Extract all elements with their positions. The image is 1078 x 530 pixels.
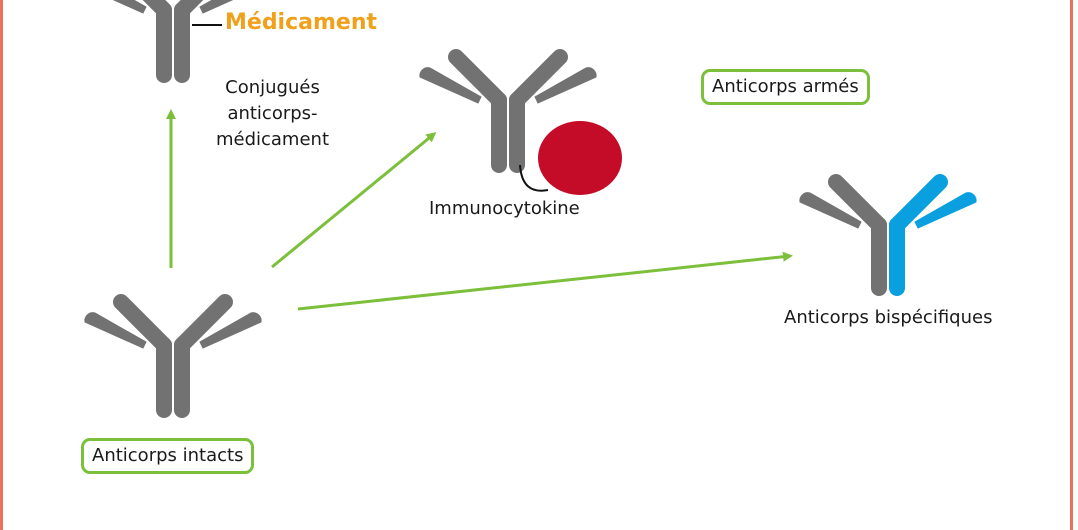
arrow-to-immunocytokine [271,132,437,269]
adc-label: Conjugués anticorps- médicament [205,75,340,153]
adc-label-line1: Conjugués [225,77,320,98]
adc-label-line3: médicament [215,129,330,150]
intact-antibodies-box: Anticorps intacts [81,438,255,474]
intact-antibody-icon [85,302,261,410]
bispecific-antibody-icon [799,174,977,296]
cytokine-icon [538,121,622,195]
drug-label: Médicament [225,10,378,35]
bispecific-label: Anticorps bispécifiques [784,307,993,328]
armed-antibodies-box: Anticorps armés [701,69,870,105]
immunocytokine-label: Immunocytokine [429,198,580,219]
diagram-canvas [0,0,977,516]
cytokine-linker-icon [519,164,549,192]
adc-label-line2: anticorps- [227,103,318,124]
arrow-to-bispecific [297,251,793,311]
